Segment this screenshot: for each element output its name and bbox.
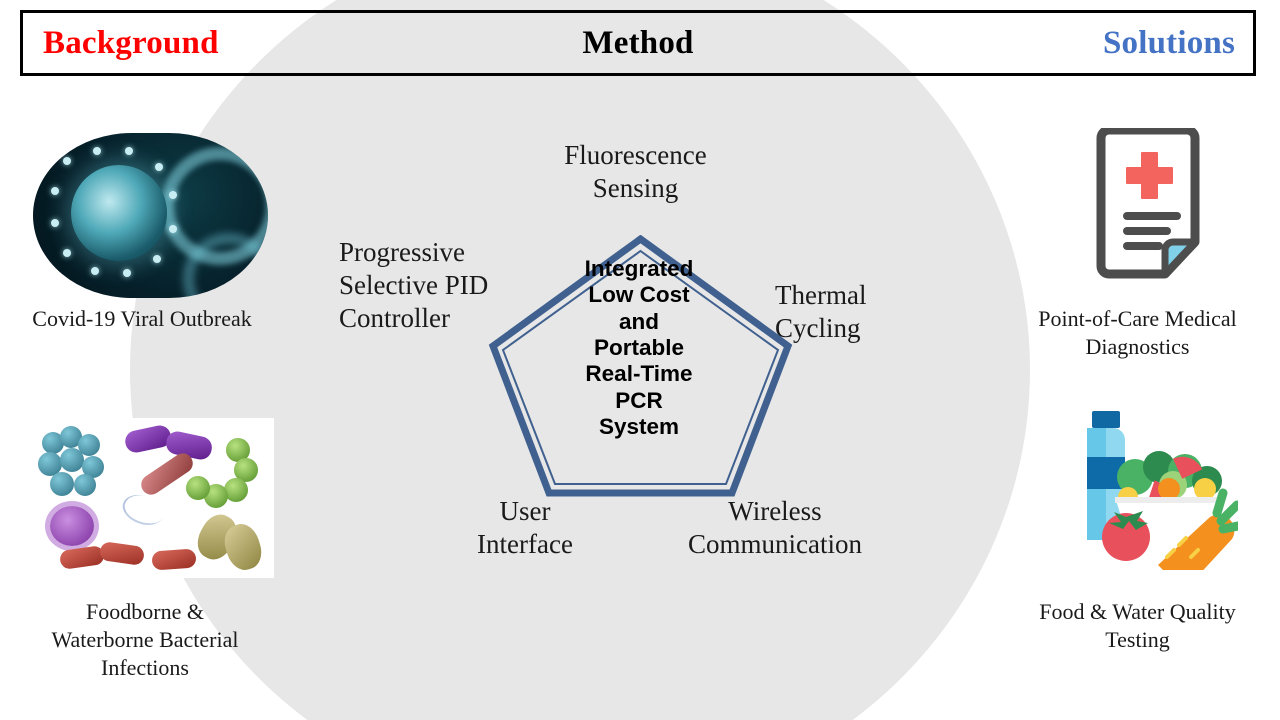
header-solutions-title: Solutions xyxy=(1102,24,1235,61)
food-water-icon xyxy=(1073,405,1248,591)
wireless-line-1: Wireless xyxy=(728,496,822,526)
covid-caption: Covid-19 Viral Outbreak xyxy=(0,305,284,333)
user-interface-line-1: User xyxy=(499,496,551,526)
core-line-4: Portable xyxy=(593,334,685,360)
header-method-title: Method xyxy=(582,24,694,61)
core-line-3: and xyxy=(618,308,659,334)
pid-line-1: Progressive xyxy=(339,237,465,267)
covid-virus-core xyxy=(71,165,167,261)
core-line-2: Low Cost xyxy=(588,282,690,308)
meddoc-caption-line-2: Diagnostics xyxy=(1085,333,1190,359)
covid-caption-line-1: Covid-19 Viral Outbreak xyxy=(32,306,252,331)
bacteria-caption-line-2: Waterborne Bacterial xyxy=(51,626,239,652)
thermal-line-2: Cycling xyxy=(775,312,861,343)
bacteria-caption: Foodborne & Waterborne Bacterial Infecti… xyxy=(0,598,290,682)
vertex-label-thermal-cycling: Thermal Cycling xyxy=(775,279,915,345)
medical-doc-caption: Point-of-Care Medical Diagnostics xyxy=(995,305,1280,361)
vertex-label-fluorescence-sensing: Fluorescence Sensing xyxy=(518,139,753,205)
core-line-7: System xyxy=(598,413,680,439)
core-line-1: Integrated xyxy=(584,256,694,281)
food-water-caption: Food & Water Quality Testing xyxy=(995,598,1280,654)
header-bar: Background Method Solutions xyxy=(20,10,1256,76)
pentagon-core-label: Integrated Low Cost and Portable Real-Ti… xyxy=(548,256,730,440)
red-cross-icon xyxy=(1126,152,1173,199)
vertex-label-user-interface: User Interface xyxy=(420,495,630,561)
medical-document-icon xyxy=(1093,125,1215,281)
fluorescence-line-1: Fluorescence xyxy=(564,140,707,170)
core-line-5: Real-Time xyxy=(585,361,693,387)
pentagon-shape xyxy=(488,235,793,497)
background-ellipse xyxy=(130,0,1030,720)
thermal-line-1: Thermal xyxy=(775,280,867,310)
foodwater-caption-line-2: Testing xyxy=(1105,626,1170,652)
fluorescence-line-2: Sensing xyxy=(592,172,679,203)
core-line-6: PCR xyxy=(615,387,663,413)
wireless-line-2: Communication xyxy=(688,528,862,559)
pid-line-2: Selective PID xyxy=(339,269,489,300)
vertex-label-wireless-communication: Wireless Communication xyxy=(650,495,900,561)
user-interface-line-2: Interface xyxy=(477,528,573,559)
header-background-title: Background xyxy=(43,24,219,61)
bacteria-illustration xyxy=(30,418,274,578)
bacteria-caption-line-3: Infections xyxy=(101,654,189,680)
covid-virus-photo xyxy=(33,133,268,298)
covid-virus-blurred-2 xyxy=(183,233,268,298)
bacteria-caption-line-1: Foodborne & xyxy=(86,599,204,624)
foodwater-caption-line-1: Food & Water Quality xyxy=(1039,599,1236,624)
vertex-label-pid-controller: Progressive Selective PID Controller xyxy=(339,236,529,335)
meddoc-caption-line-1: Point-of-Care Medical xyxy=(1038,306,1237,331)
pid-line-3: Controller xyxy=(339,302,450,333)
